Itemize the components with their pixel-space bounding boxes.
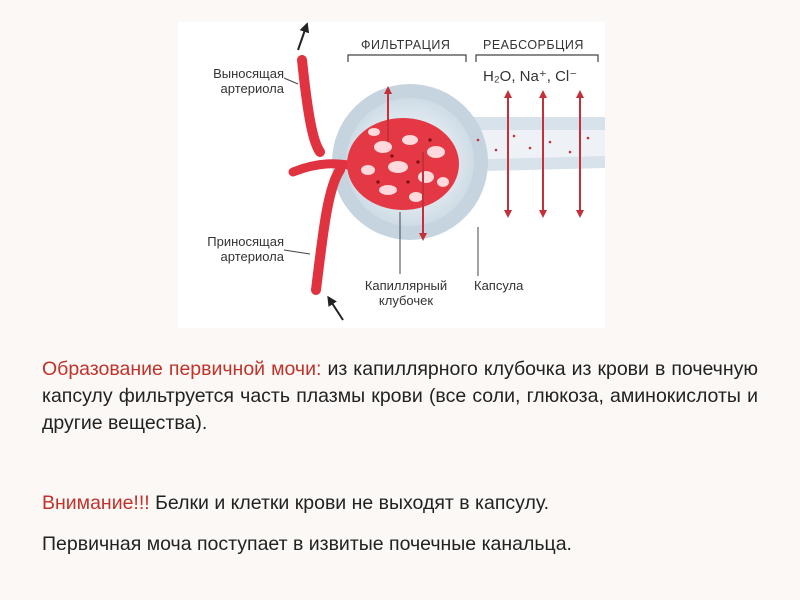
paragraph-primary-urine: Первичная моча поступает в извитые почеч… (42, 533, 572, 555)
attention-body: Белки и клетки крови не выходят в капсул… (149, 492, 550, 514)
efferent-label-line1: Выносящая (213, 66, 284, 81)
attention-heading: Внимание!!! (42, 492, 150, 514)
efferent-arteriole (297, 55, 325, 157)
afferent-label-line2: артериола (220, 249, 284, 264)
capsule-label: Капсула (474, 278, 524, 293)
nephron-diagram: Выносящая артериола Приносящая артериола… (178, 22, 605, 328)
nephron-illustration (283, 22, 605, 321)
filtration-label: ФИЛЬТРАЦИЯ (361, 38, 451, 52)
formation-heading: Образование первичной мочи: (42, 358, 322, 380)
paragraph-attention: Внимание!!! Белки и клетки крови не выхо… (42, 490, 758, 517)
afferent-arteriole (311, 165, 345, 295)
afferent-label-line1: Приносящая (207, 234, 284, 249)
glomerulus (347, 118, 459, 210)
efferent-label: Выносящая артериола (184, 66, 284, 96)
glomerulus-label: Капиллярный клубочек (346, 278, 466, 308)
glomerulus-label-line2: клубочек (378, 293, 434, 308)
efferent-label-line2: артериола (220, 81, 284, 96)
glomerulus-label-line1: Капиллярный (364, 278, 448, 293)
reabsorption-label: РЕАБСОРБЦИЯ (483, 38, 584, 52)
paragraph-formation: Образование первичной мочи: из капиллярн… (42, 356, 758, 437)
formation-body: из капиллярного клубочка из крови в поче… (42, 358, 758, 434)
ions-label: H₂O, Na⁺, Cl⁻ (483, 68, 578, 85)
afferent-label: Приносящая артериола (184, 234, 284, 264)
